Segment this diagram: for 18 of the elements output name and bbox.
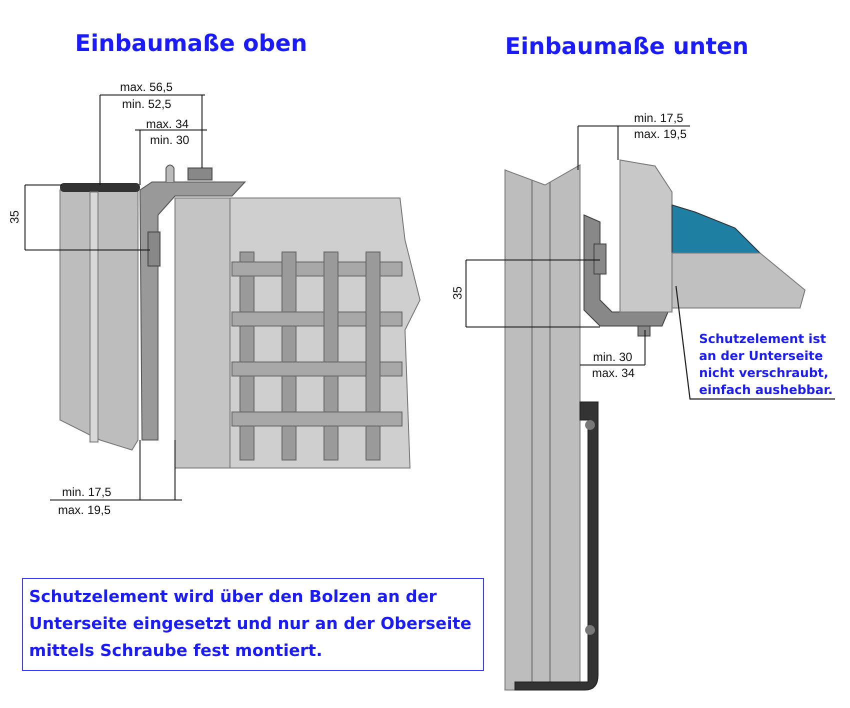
dimension-label: max. 19,5 [634,127,687,141]
dimension-label: min. 30 [593,350,632,364]
heading: Einbaumaße oben [75,30,308,58]
dimension-label: max. 19,5 [58,503,111,517]
heading: Einbaumaße unten [505,33,749,61]
dimension-label: min. 17,5 [634,111,684,125]
note-box: Schutzelement wird über den Bolzen an der Unterseite eingesetzt und nur an der Oberseite mittels Schraube fest montiert. [22,578,484,671]
dimension-label: max. 56,5 [120,80,173,94]
dimension-label: max. 34 [146,117,189,131]
dimension-label: min. 52,5 [122,97,172,111]
dimension-label: min. 17,5 [62,485,112,499]
dimension-label: max. 34 [592,366,635,380]
leader-line [675,286,835,400]
dimension-label: 35 [8,210,22,224]
dimension-label: 35 [450,286,465,300]
protective-element [620,159,806,312]
note-text: Schutzelement ist an der Unterseite nicht verschraubt, einfach aushebbar. [699,330,839,398]
dimension-label: min. 30 [150,133,190,147]
